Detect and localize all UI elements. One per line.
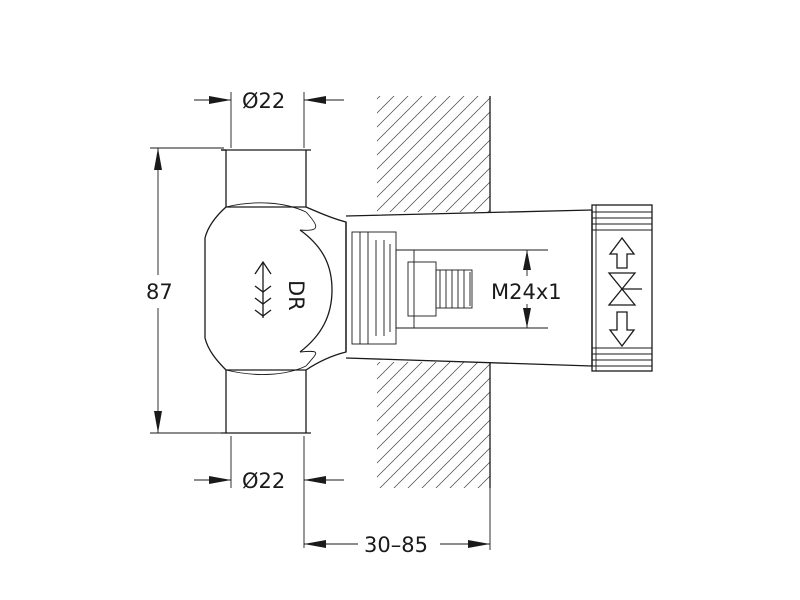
valve-symbol-icon xyxy=(607,272,637,306)
flow-arrow-icon xyxy=(254,260,272,318)
thread-label: M24x1 xyxy=(491,280,562,304)
dimension-bottom-diameter: Ø22 xyxy=(194,436,344,548)
up-arrow-icon xyxy=(608,236,636,269)
dimension-height: 87 xyxy=(146,147,224,434)
top-diameter-label: Ø22 xyxy=(242,89,285,113)
housing xyxy=(345,209,593,367)
dimension-wall-depth: 30–85 xyxy=(304,488,491,557)
bottom-diameter-label: Ø22 xyxy=(242,469,285,493)
wall-depth-label: 30–85 xyxy=(364,533,428,557)
body-marking: DR xyxy=(284,280,308,311)
valve-body: DR xyxy=(204,149,347,434)
height-label: 87 xyxy=(146,280,173,304)
dimension-top-diameter: Ø22 xyxy=(194,89,344,148)
valve-cap xyxy=(591,204,653,372)
wall-section xyxy=(347,96,491,488)
dimension-thread: M24x1 xyxy=(491,250,562,328)
down-arrow-icon xyxy=(608,311,636,348)
